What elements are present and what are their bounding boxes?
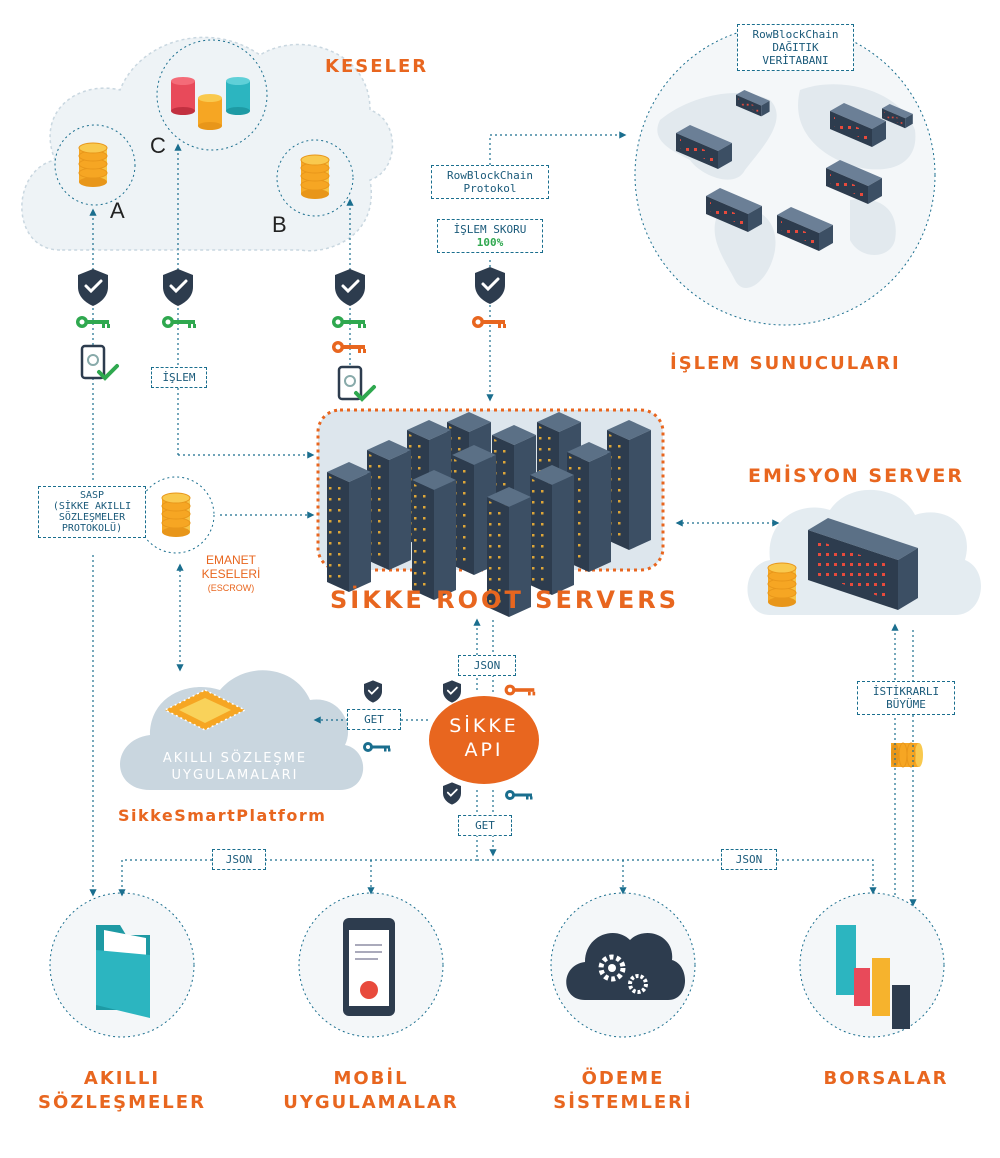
- bottom-json-tag-right: JSON: [721, 849, 777, 870]
- endpoint-label-exchanges-line1: BORSALAR: [823, 1068, 949, 1089]
- network-title: İŞLEM SUNUCULARI: [670, 353, 901, 374]
- sasp-line2: (SİKKE AKILLI: [52, 501, 132, 512]
- phone-verify-icon-a: [80, 344, 119, 380]
- smart-apps-cloud: [120, 670, 364, 790]
- endpoint-label-payments: ÖDEME SİSTEMLERİ: [523, 1067, 723, 1115]
- distributed-db-tag: RowBlockChain DAĞITIK VERİTABANI: [737, 24, 854, 71]
- emission-cloud: [747, 489, 982, 615]
- escrow-line2: KESELERİ: [201, 567, 261, 581]
- growth-line1: İSTİKRARLI: [872, 685, 940, 698]
- world-network-circle: [634, 24, 936, 326]
- api-json-tag: JSON: [458, 655, 516, 676]
- sasp-line3: SÖZLEŞMELER: [58, 512, 126, 523]
- green-key-icon-b: [332, 316, 366, 328]
- endpoint-label-mobile-line1: MOBİL: [333, 1068, 409, 1089]
- protocol-tag: RowBlockChain Protokol: [431, 165, 549, 199]
- escrow-line3: (ESCROW): [207, 583, 255, 593]
- shield-check-icon-b: [333, 267, 367, 308]
- escrow-circle: [137, 476, 215, 554]
- api-line1: SİKKE: [449, 715, 519, 737]
- api-get-tag-left: GET: [347, 709, 401, 730]
- api-line2: API: [464, 739, 504, 761]
- growth-coins-icon: [891, 742, 923, 768]
- endpoint-label-smart-contracts-line1: AKILLI: [83, 1068, 161, 1089]
- shield-icon-api-bottom: [442, 781, 462, 806]
- phone-verify-icon-b: [337, 365, 376, 401]
- distributed-db-line1: RowBlockChain: [752, 28, 839, 41]
- wallet-b-circle: [276, 139, 354, 217]
- green-key-icon-a: [76, 316, 110, 328]
- wallet-c-circle: [156, 39, 268, 151]
- transaction-tag: İŞLEM: [151, 367, 207, 388]
- smart-platform-title: SikkeSmartPlatform: [118, 806, 327, 825]
- endpoint-circle-exchanges: [799, 892, 945, 1038]
- green-key-icon-c: [162, 316, 196, 328]
- endpoint-circle-mobile: [298, 892, 444, 1038]
- wallet-b-letter: B: [272, 212, 287, 237]
- sasp-line1: SASP: [79, 490, 105, 501]
- distributed-db-line2: DAĞITIK: [772, 41, 819, 54]
- score-value: 100%: [476, 236, 504, 249]
- endpoint-circle-payments: [550, 892, 696, 1038]
- endpoint-label-mobile: MOBİL UYGULAMALAR: [271, 1067, 471, 1115]
- endpoint-label-mobile-line2: UYGULAMALAR: [283, 1092, 459, 1113]
- shield-icon-get: [363, 679, 383, 704]
- orange-key-icon-protocol: [472, 316, 506, 328]
- root-servers-title: SİKKE ROOT SERVERS: [330, 586, 680, 614]
- protocol-line2: Protokol: [463, 182, 517, 195]
- blue-key-icon-api: [505, 790, 533, 800]
- endpoint-label-payments-line1: ÖDEME: [581, 1068, 665, 1089]
- endpoint-label-smart-contracts: AKILLI SÖZLEŞMELER: [22, 1067, 222, 1115]
- sasp-tag: SASP (SİKKE AKILLI SÖZLEŞMELER PROTOKOLÜ…: [38, 486, 146, 538]
- wallet-a-letter: A: [110, 198, 125, 223]
- shield-check-icon-a: [76, 267, 110, 308]
- api-get-tag-bottom: GET: [458, 815, 512, 836]
- smart-apps-line1: AKILLI SÖZLEŞME: [162, 751, 308, 766]
- emission-title: EMİSYON SERVER: [748, 465, 964, 487]
- smart-apps-line2: UYGULAMALARI: [171, 768, 299, 783]
- api-ellipse: [429, 696, 539, 784]
- growth-tag: İSTİKRARLI BÜYÜME: [857, 681, 955, 715]
- growth-line2: BÜYÜME: [886, 698, 926, 711]
- endpoint-label-exchanges: BORSALAR: [786, 1067, 986, 1091]
- wallet-a-circle: [54, 124, 136, 206]
- smart-apps-label: AKILLI SÖZLEŞME UYGULAMALARI: [140, 750, 330, 784]
- escrow-label: EMANET KESELERİ (ESCROW): [196, 553, 266, 595]
- distributed-db-line3: VERİTABANI: [762, 54, 829, 67]
- protocol-line1: RowBlockChain: [446, 169, 534, 182]
- sasp-line4: PROTOKOLÜ): [61, 523, 123, 534]
- orange-key-icon-api: [504, 684, 536, 696]
- endpoint-label-payments-line2: SİSTEMLERİ: [553, 1092, 693, 1113]
- shield-check-icon-protocol: [473, 265, 507, 306]
- shield-check-icon-c: [161, 267, 195, 308]
- orange-key-icon-b: [332, 341, 366, 353]
- endpoint-label-smart-contracts-line2: SÖZLEŞMELER: [38, 1092, 206, 1113]
- api-label: SİKKE API: [429, 714, 539, 762]
- wallet-c-letter: C: [150, 133, 166, 158]
- escrow-line1: EMANET: [205, 553, 256, 567]
- wallets-title: KESELER: [325, 56, 429, 77]
- shield-icon-api-top: [442, 679, 462, 704]
- bottom-json-tag-left: JSON: [212, 849, 266, 870]
- score-label: İŞLEM SKORU: [453, 223, 527, 236]
- score-tag: İŞLEM SKORU 100%: [437, 219, 543, 253]
- endpoint-circle-smart-contracts: [49, 892, 195, 1038]
- blue-key-icon-get: [363, 742, 391, 752]
